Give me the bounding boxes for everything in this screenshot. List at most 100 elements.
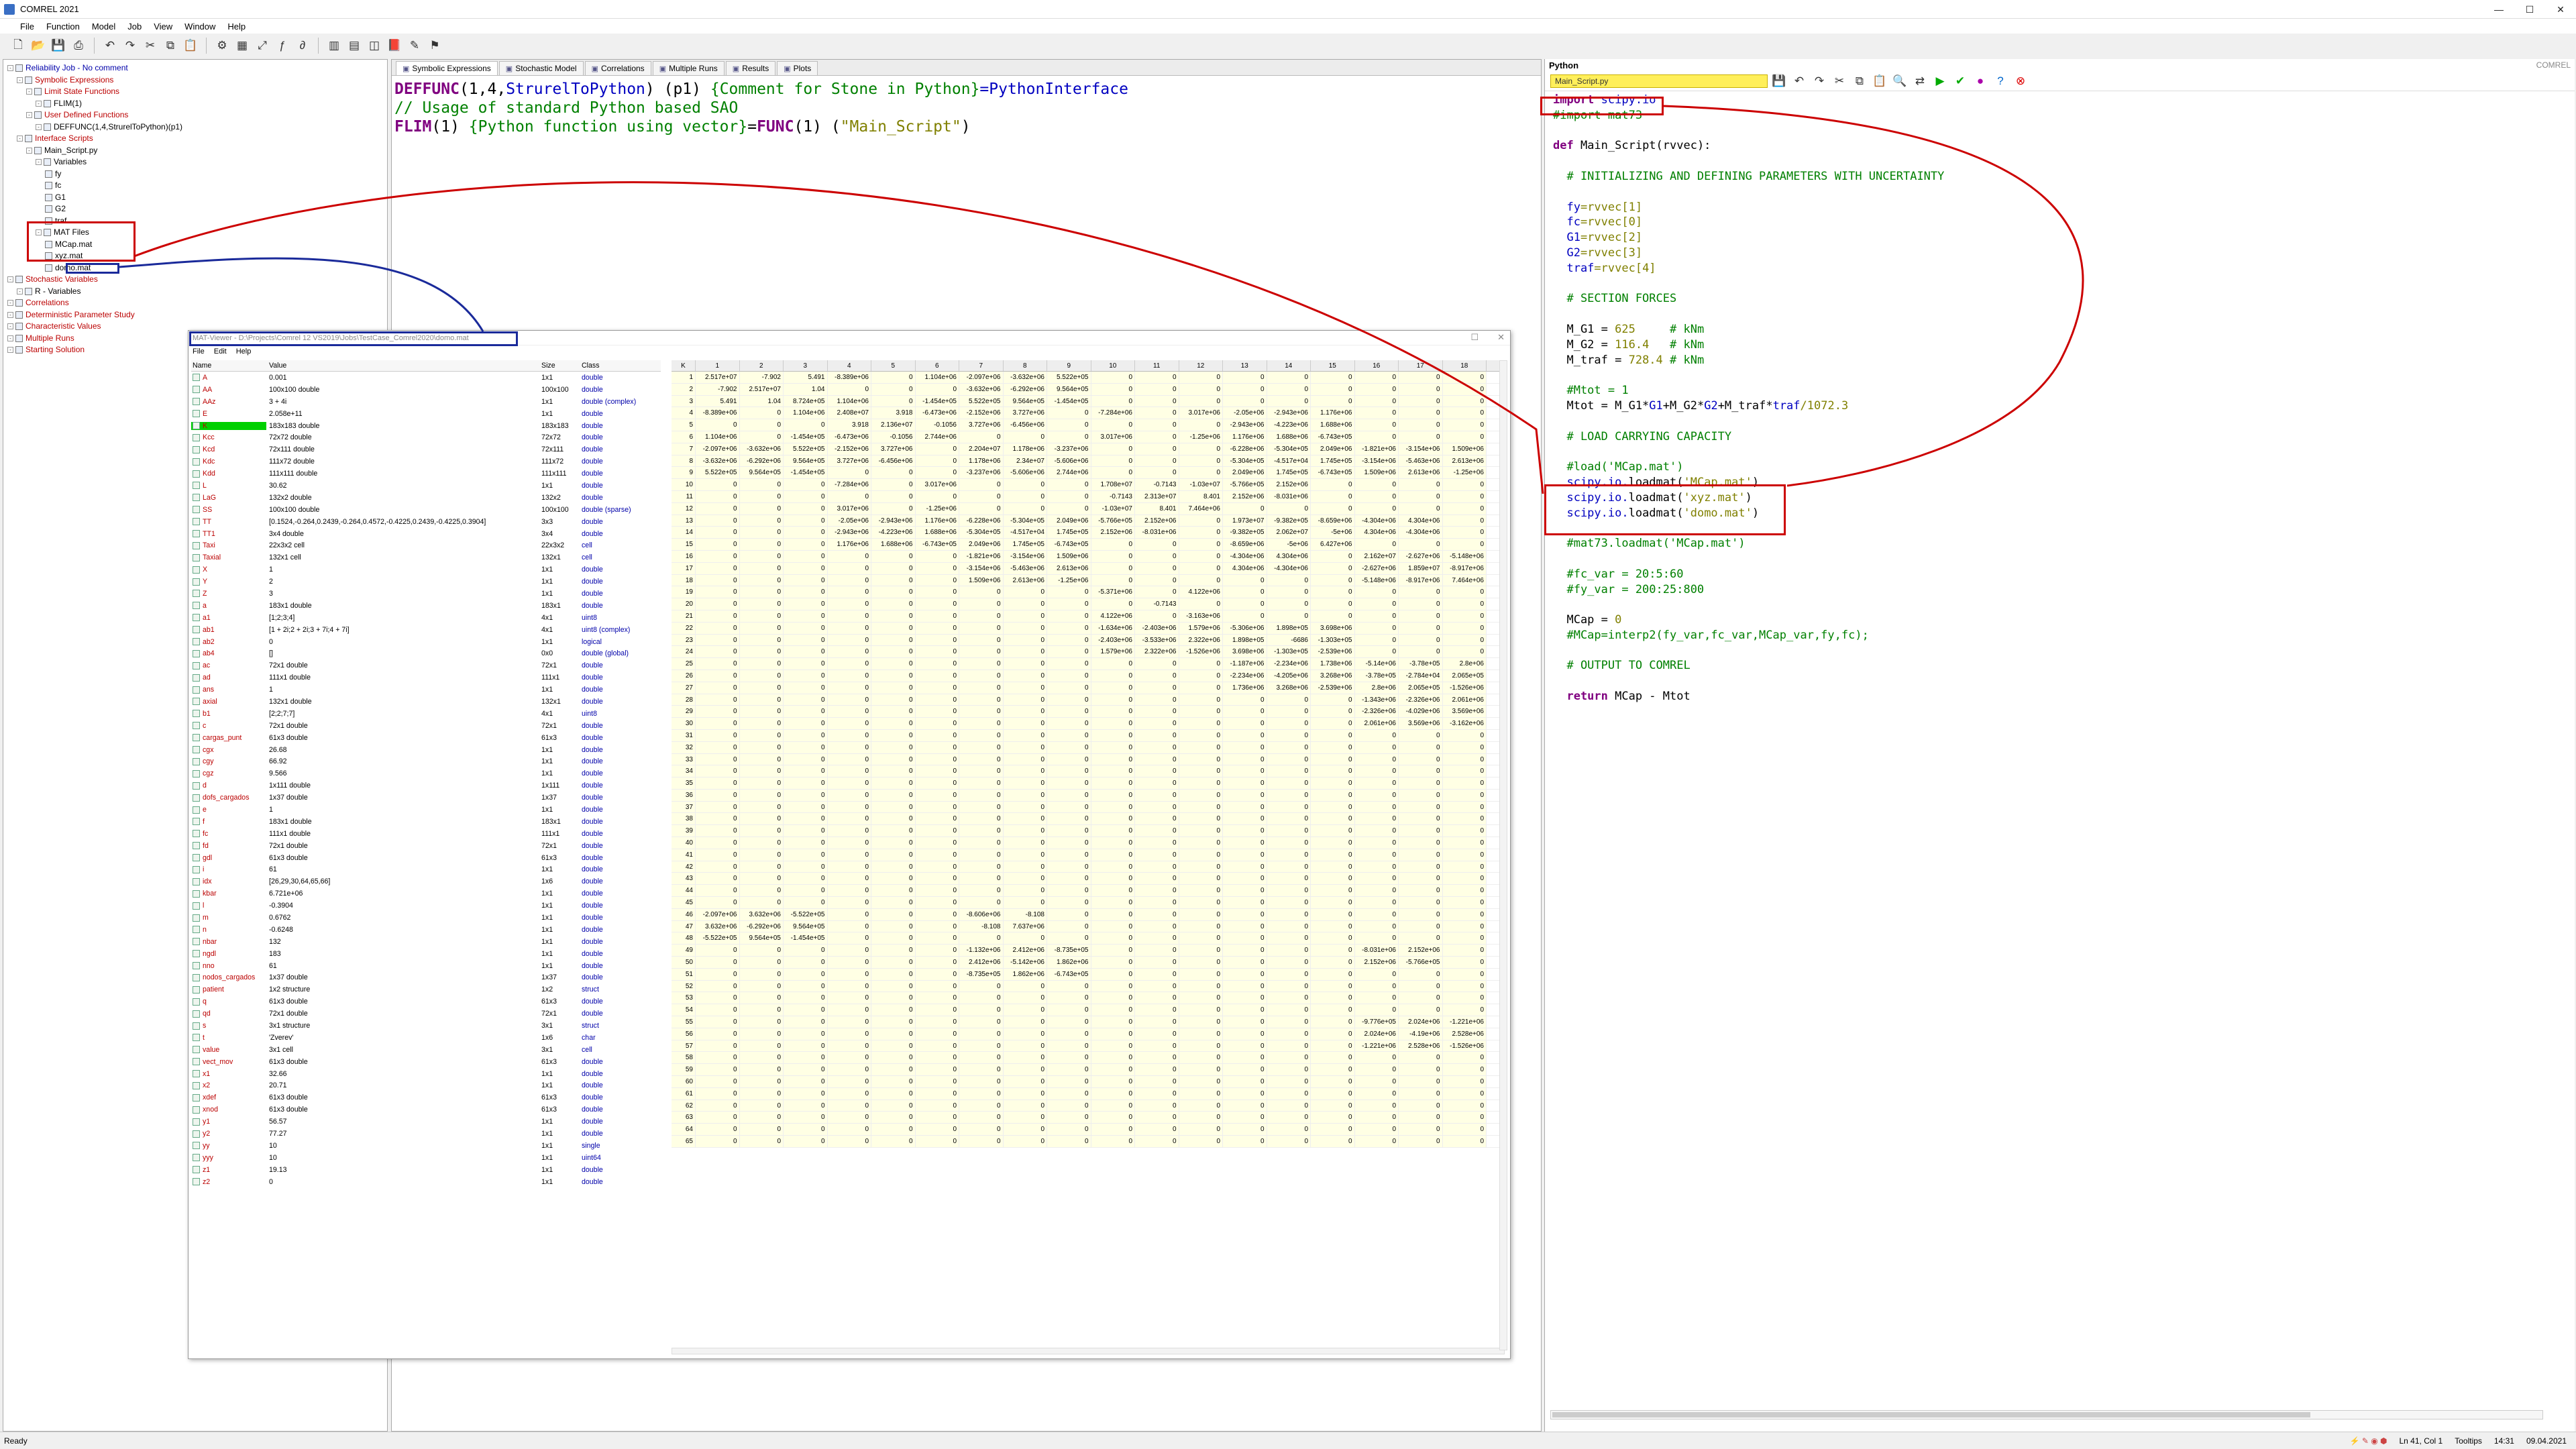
matrix-cell[interactable]: 0 <box>1442 801 1487 813</box>
expand-toggle-icon[interactable]: - <box>17 136 23 142</box>
matrix-cell[interactable]: 0 <box>784 1040 828 1052</box>
matrix-cell[interactable]: 2.412e+06 <box>959 957 1004 968</box>
matrix-cell[interactable]: 0 <box>1135 467 1179 479</box>
matrix-cell[interactable]: 0 <box>1047 729 1091 741</box>
matrix-cell[interactable]: 0 <box>1399 646 1443 658</box>
matrix-cell[interactable]: 0 <box>784 1136 828 1147</box>
script-file-field[interactable]: Main_Script.py <box>1550 74 1768 88</box>
matrix-cell[interactable]: 0 <box>959 837 1004 849</box>
matrix-cell[interactable]: -5.371e+06 <box>1091 586 1135 598</box>
matrix-cell[interactable]: 0 <box>827 849 871 861</box>
matrix-cell[interactable]: 0 <box>959 1112 1004 1124</box>
matrix-cell[interactable]: 0 <box>915 383 959 395</box>
matrix-cell[interactable]: -4.304e+06 <box>1399 527 1443 539</box>
matrix-cell[interactable]: 9.564e+05 <box>1003 395 1047 407</box>
matrix-cell[interactable]: 0 <box>1091 753 1135 765</box>
matrix-cell[interactable]: 0 <box>871 658 916 669</box>
matrix-cell[interactable]: 0 <box>1267 968 1311 980</box>
matrix-cell[interactable]: 0 <box>696 873 740 885</box>
matrix-cell[interactable]: 0 <box>1442 383 1487 395</box>
matrix-cell[interactable]: -3.163e+06 <box>1179 610 1223 622</box>
matrix-cell[interactable]: 0 <box>1311 574 1355 586</box>
matrix-cell[interactable]: 0 <box>871 694 916 706</box>
matrix-cell[interactable]: 0 <box>1091 777 1135 789</box>
matrix-cell[interactable]: 0 <box>1047 873 1091 885</box>
matrix-cell[interactable]: 1.509e+06 <box>1354 467 1399 479</box>
matrix-cell[interactable]: 0 <box>1135 1099 1179 1112</box>
matrix-cell[interactable]: 0 <box>827 1004 871 1016</box>
matrix-cell[interactable]: -5.142e+06 <box>1003 957 1047 968</box>
matrix-vertical-scrollbar[interactable] <box>1499 360 1507 1350</box>
matrix-cell[interactable]: 0 <box>1354 502 1399 515</box>
tree-item[interactable]: -Variables <box>3 156 387 168</box>
matrix-cell[interactable]: 0 <box>1135 706 1179 718</box>
sensitivity-icon[interactable]: ∂ <box>299 39 306 52</box>
matrix-cell[interactable]: 0 <box>1047 932 1091 945</box>
matrix-cell[interactable]: 0 <box>784 861 828 873</box>
matrix-cell[interactable]: 0 <box>1311 813 1355 825</box>
matrix-cell[interactable]: 0 <box>1399 789 1443 801</box>
matrix-cell[interactable]: -5.606e+06 <box>1047 455 1091 467</box>
matrix-cell[interactable]: 0 <box>1399 431 1443 443</box>
matrix-cell[interactable]: 0 <box>915 1112 959 1124</box>
matrix-cell[interactable]: 0 <box>1047 682 1091 694</box>
matrix-cell[interactable]: -3.78e+05 <box>1354 669 1399 682</box>
matrix-cell[interactable]: 0 <box>1354 980 1399 992</box>
matrix-cell[interactable]: 0 <box>915 455 959 467</box>
matrix-cell[interactable]: -5.304e+05 <box>1223 455 1267 467</box>
matrix-cell[interactable]: 0 <box>1223 945 1267 957</box>
matrix-cell[interactable]: 0 <box>1223 980 1267 992</box>
matrix-cell[interactable]: 1.736e+06 <box>1223 682 1267 694</box>
matrix-cell[interactable]: 7.464e+06 <box>1442 574 1487 586</box>
matrix-cell[interactable]: 0 <box>1047 610 1091 622</box>
matrix-cell[interactable]: -6.456e+06 <box>871 455 916 467</box>
matrix-cell[interactable]: 0 <box>784 658 828 669</box>
matrix-cell[interactable]: 1.104e+06 <box>696 431 740 443</box>
matrix-cell[interactable]: 0 <box>1091 789 1135 801</box>
matrix-cell[interactable]: 0 <box>1135 765 1179 777</box>
matrix-cell[interactable]: 0 <box>1135 419 1179 431</box>
matrix-cell[interactable]: 5.491 <box>696 395 740 407</box>
matrix-cell[interactable]: 0 <box>1135 920 1179 932</box>
matrix-cell[interactable]: 0 <box>827 1124 871 1135</box>
matrix-cell[interactable]: 0 <box>1091 1064 1135 1076</box>
matrix-cell[interactable]: 0 <box>1223 1136 1267 1147</box>
matrix-cell[interactable]: 0 <box>1399 539 1443 550</box>
matrix-cell[interactable]: 0 <box>1223 825 1267 837</box>
matrix-cell[interactable]: 0 <box>1267 741 1311 753</box>
plot-icon[interactable]: ◫ <box>368 39 380 52</box>
matrix-cell[interactable]: 0 <box>827 550 871 562</box>
matrix-cell[interactable]: 0 <box>739 634 784 646</box>
matrix-cell[interactable]: 0 <box>1399 610 1443 622</box>
matrix-cell[interactable]: 0 <box>1354 908 1399 920</box>
matrix-cell[interactable]: 0 <box>1399 801 1443 813</box>
tree-item[interactable]: -Deterministic Parameter Study <box>3 309 387 321</box>
matrix-cell[interactable]: 0 <box>739 646 784 658</box>
tree-item[interactable]: -FLIM(1) <box>3 98 387 110</box>
matrix-cell[interactable]: 0 <box>915 610 959 622</box>
matrix-cell[interactable]: -8.606e+06 <box>959 908 1004 920</box>
matrix-cell[interactable]: 0 <box>1091 443 1135 455</box>
expand-toggle-icon[interactable]: - <box>36 229 42 236</box>
matrix-cell[interactable]: 0 <box>915 682 959 694</box>
matrix-cell[interactable]: 0 <box>1179 777 1223 789</box>
matrix-cell[interactable]: 0 <box>959 694 1004 706</box>
matrix-cell[interactable]: 0 <box>1354 586 1399 598</box>
matrix-cell[interactable]: 0 <box>739 801 784 813</box>
matrix-cell[interactable]: 0 <box>696 1136 740 1147</box>
matrix-cell[interactable]: 0 <box>1399 741 1443 753</box>
matrix-cell[interactable]: 0 <box>784 634 828 646</box>
matrix-cell[interactable]: 0 <box>1267 992 1311 1004</box>
matrix-cell[interactable]: 0 <box>915 1076 959 1087</box>
matrix-cell[interactable]: 0 <box>1311 598 1355 610</box>
matrix-cell[interactable]: 0 <box>1311 801 1355 813</box>
tree-item[interactable]: -Symbolic Expressions <box>3 74 387 87</box>
mat-close-icon[interactable]: ✕ <box>1497 332 1505 342</box>
matrix-cell[interactable]: 0 <box>739 682 784 694</box>
matrix-cell[interactable]: 0 <box>1399 634 1443 646</box>
